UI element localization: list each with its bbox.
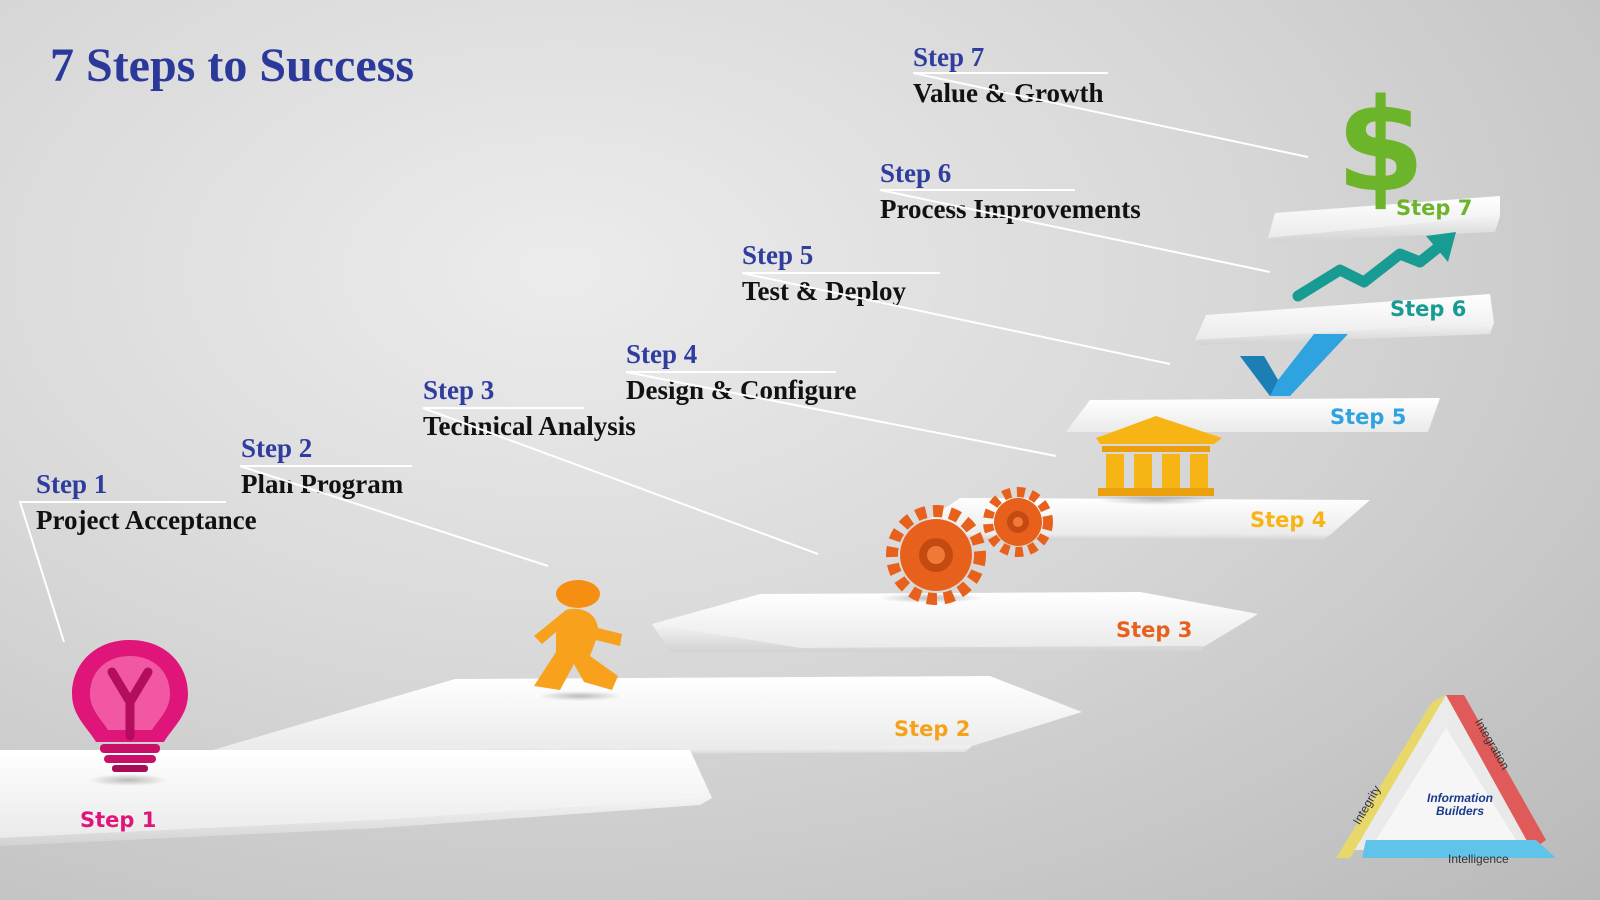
logo-wordmark: Information Builders <box>1410 792 1510 818</box>
leader-line-3 <box>423 408 818 554</box>
stair-label-4: Step 4 <box>1250 508 1326 532</box>
stair-label-2: Step 2 <box>894 717 970 741</box>
leader-line-7 <box>913 73 1308 157</box>
stair-label-6: Step 6 <box>1390 297 1466 321</box>
dollar-icon: $ <box>1336 72 1425 221</box>
leader-line-4 <box>626 372 1056 456</box>
information-builders-logo <box>1336 690 1566 870</box>
leader-line-1 <box>20 502 226 642</box>
leader-lines <box>20 73 1308 642</box>
stair-label-3: Step 3 <box>1116 618 1192 642</box>
stair-label-1: Step 1 <box>80 808 156 832</box>
leader-line-6 <box>880 190 1270 272</box>
leader-line-2 <box>240 466 548 566</box>
stair-2 <box>206 676 1082 756</box>
growth-arrow-icon <box>1298 232 1456 296</box>
stair-label-5: Step 5 <box>1330 405 1406 429</box>
logo-intelligence: Intelligence <box>1448 852 1509 866</box>
leader-line-5 <box>742 273 1170 364</box>
logo-line-2: Builders <box>1410 805 1510 818</box>
svg-text:$: $ <box>1336 72 1425 221</box>
checkmark-icon <box>1240 334 1348 396</box>
